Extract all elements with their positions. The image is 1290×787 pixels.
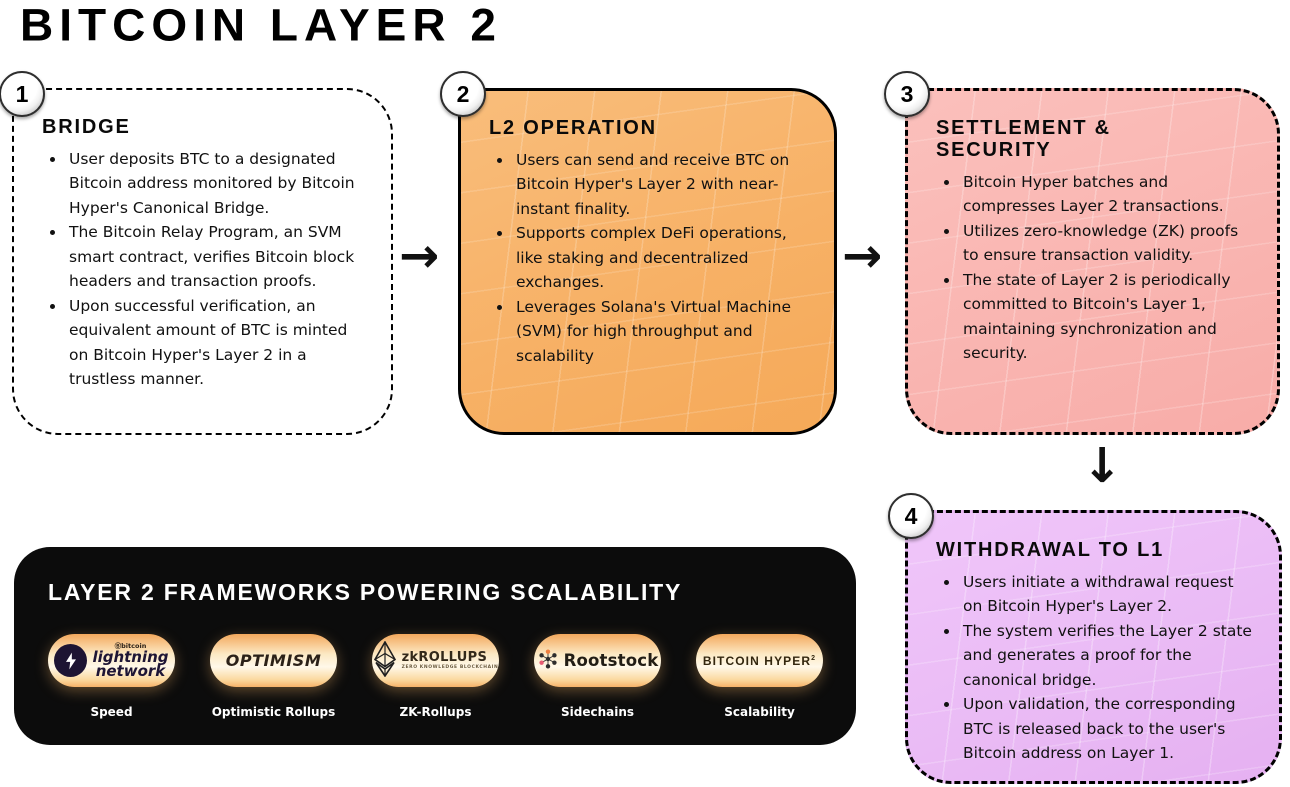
- frameworks-panel-heading: LAYER 2 FRAMEWORKS POWERING SCALABILITY: [48, 579, 683, 605]
- card-bridge: BRIDGE User deposits BTC to a designated…: [12, 88, 393, 435]
- page-title: BITCOIN LAYER 2: [20, 0, 502, 51]
- framework-lightning-network: Ⓑbitcoin lightning network Speed: [48, 634, 175, 719]
- framework-bitcoin-hyper: BITCOIN HYPER2 Scalability: [696, 634, 823, 719]
- step-badge-3: 3: [884, 71, 930, 117]
- bitcoin-hyper-logo: BITCOIN HYPER2: [696, 634, 823, 687]
- card-bridge-bullets: User deposits BTC to a designated Bitcoi…: [42, 147, 365, 392]
- bullet: Users can send and receive BTC on Bitcoi…: [513, 148, 808, 221]
- framework-label: ZK-Rollups: [399, 705, 472, 719]
- bullet: The system verifies the Layer 2 state an…: [960, 619, 1253, 692]
- right-arrow-icon: →: [842, 228, 883, 284]
- card-withdrawal-heading: WITHDRAWAL TO L1: [936, 539, 1165, 561]
- down-arrow-icon: ↓: [1082, 438, 1123, 494]
- bullet: Supports complex DeFi operations, like s…: [513, 221, 808, 294]
- bullet: Upon validation, the corresponding BTC i…: [960, 692, 1253, 765]
- bullet: Upon successful verification, an equival…: [66, 294, 365, 392]
- bullet: User deposits BTC to a designated Bitcoi…: [66, 147, 365, 220]
- step-badge-4: 4: [888, 493, 934, 539]
- card-withdrawal-l1: WITHDRAWAL TO L1 Users initiate a withdr…: [905, 510, 1282, 784]
- bullet: Leverages Solana's Virtual Machine (SVM)…: [513, 295, 808, 368]
- bitcoin-hyper-wordmark: BITCOIN HYPER2: [702, 653, 817, 668]
- card-settlement-heading: SETTLEMENT & SECURITY: [936, 117, 1111, 161]
- framework-zk-rollups: zkROLLUPS ZERO KNOWLEDGE BLOCKCHAIN ZK-R…: [372, 634, 499, 719]
- frameworks-logo-row: Ⓑbitcoin lightning network Speed OPTIMIS…: [48, 634, 856, 719]
- frameworks-panel: LAYER 2 FRAMEWORKS POWERING SCALABILITY …: [14, 547, 856, 745]
- right-arrow-icon: →: [399, 228, 440, 284]
- rootstock-logo: Rootstock: [534, 634, 661, 687]
- lightning-network-logo: Ⓑbitcoin lightning network: [48, 634, 175, 687]
- bitcoin-micro-label: Ⓑbitcoin: [114, 642, 147, 650]
- framework-rootstock: Rootstock Sidechains: [534, 634, 661, 719]
- card-l2-operation: L2 OPERATION Users can send and receive …: [458, 88, 837, 435]
- card-settlement-security: SETTLEMENT & SECURITY Bitcoin Hyper batc…: [905, 88, 1280, 435]
- step-badge-1: 1: [0, 71, 45, 117]
- card-bridge-heading: BRIDGE: [42, 116, 131, 138]
- framework-label: Scalability: [724, 705, 795, 719]
- lightning-bolt-icon: [54, 644, 88, 677]
- bullet: Users initiate a withdrawal request on B…: [960, 570, 1253, 619]
- step-badge-2: 2: [440, 71, 486, 117]
- bullet: Utilizes zero-knowledge (ZK) proofs to e…: [960, 219, 1251, 268]
- framework-label: Optimistic Rollups: [211, 705, 336, 719]
- optimism-logo: OPTIMISM: [210, 634, 337, 687]
- card-settlement-bullets: Bitcoin Hyper batches and compresses Lay…: [936, 170, 1251, 366]
- bullet: The state of Layer 2 is periodically com…: [960, 268, 1251, 366]
- bullet: Bitcoin Hyper batches and compresses Lay…: [960, 170, 1251, 219]
- card-l2-operation-bullets: Users can send and receive BTC on Bitcoi…: [489, 148, 808, 368]
- card-l2-operation-heading: L2 OPERATION: [489, 117, 657, 139]
- lightning-network-wordmark: Ⓑbitcoin lightning network: [92, 642, 169, 680]
- framework-label: Speed: [90, 705, 133, 719]
- bullet: The Bitcoin Relay Program, an SVM smart …: [66, 220, 365, 293]
- rootstock-dots-icon: [537, 648, 559, 674]
- card-withdrawal-bullets: Users initiate a withdrawal request on B…: [936, 570, 1253, 766]
- zk-rollups-wordmark: zkROLLUPS ZERO KNOWLEDGE BLOCKCHAIN: [401, 649, 499, 671]
- framework-label: Sidechains: [560, 705, 635, 719]
- zk-rollups-logo: zkROLLUPS ZERO KNOWLEDGE BLOCKCHAIN: [372, 634, 499, 687]
- framework-optimism: OPTIMISM Optimistic Rollups: [210, 634, 337, 719]
- ethereum-diamond-icon: [373, 639, 397, 681]
